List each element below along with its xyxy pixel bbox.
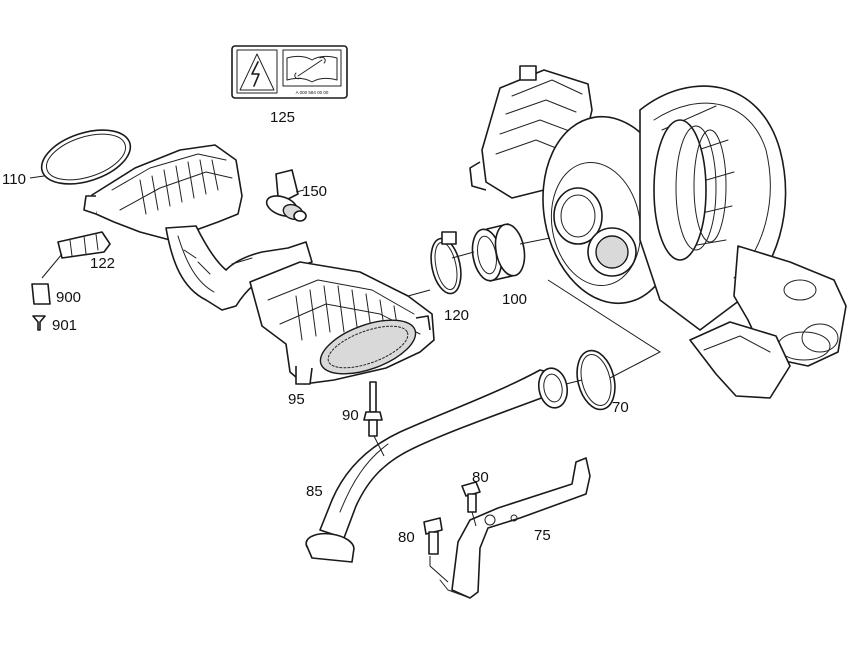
bolt-80-upper xyxy=(461,481,481,513)
label-120: 120 xyxy=(444,307,469,324)
bolt-80-lower xyxy=(423,517,443,555)
turbocharger xyxy=(469,65,847,399)
manual-book-icon xyxy=(286,55,338,83)
label-150: 150 xyxy=(302,183,327,200)
sleeve-100 xyxy=(471,223,526,282)
sealing-ring-110 xyxy=(40,129,132,185)
label-110: 110 xyxy=(2,171,26,188)
label-95: 95 xyxy=(288,391,305,408)
label-900: 900 xyxy=(56,289,81,306)
stud-bolt-90 xyxy=(363,381,383,437)
warning-sticker: A 000 584 00 00 xyxy=(231,45,348,99)
clamp-120 xyxy=(430,231,462,295)
seal-900 xyxy=(31,283,51,305)
screw-901 xyxy=(32,315,46,331)
label-122: 122 xyxy=(90,255,115,272)
leader-lines xyxy=(29,175,661,583)
bracket-75 xyxy=(439,457,591,599)
sticker-part-number: A 000 584 00 00 xyxy=(296,90,329,95)
label-901: 901 xyxy=(52,317,77,334)
label-75: 75 xyxy=(534,527,551,544)
sensor-150 xyxy=(265,169,307,222)
label-85: 85 xyxy=(306,483,323,500)
label-70: 70 xyxy=(612,399,629,416)
wrench-icon xyxy=(294,56,326,80)
label-100: 100 xyxy=(502,291,527,308)
warning-triangle-icon xyxy=(239,53,275,91)
label-80-lower: 80 xyxy=(398,529,415,546)
label-90: 90 xyxy=(342,407,359,424)
intake-duct-95 xyxy=(83,144,435,385)
label-80-upper: 80 xyxy=(472,469,489,486)
lightning-icon xyxy=(251,61,260,87)
charge-pipe-85 xyxy=(305,367,569,563)
label-125: 125 xyxy=(270,109,295,126)
part-labels: 125 110 150 122 900 901 120 100 95 90 70… xyxy=(2,109,629,546)
